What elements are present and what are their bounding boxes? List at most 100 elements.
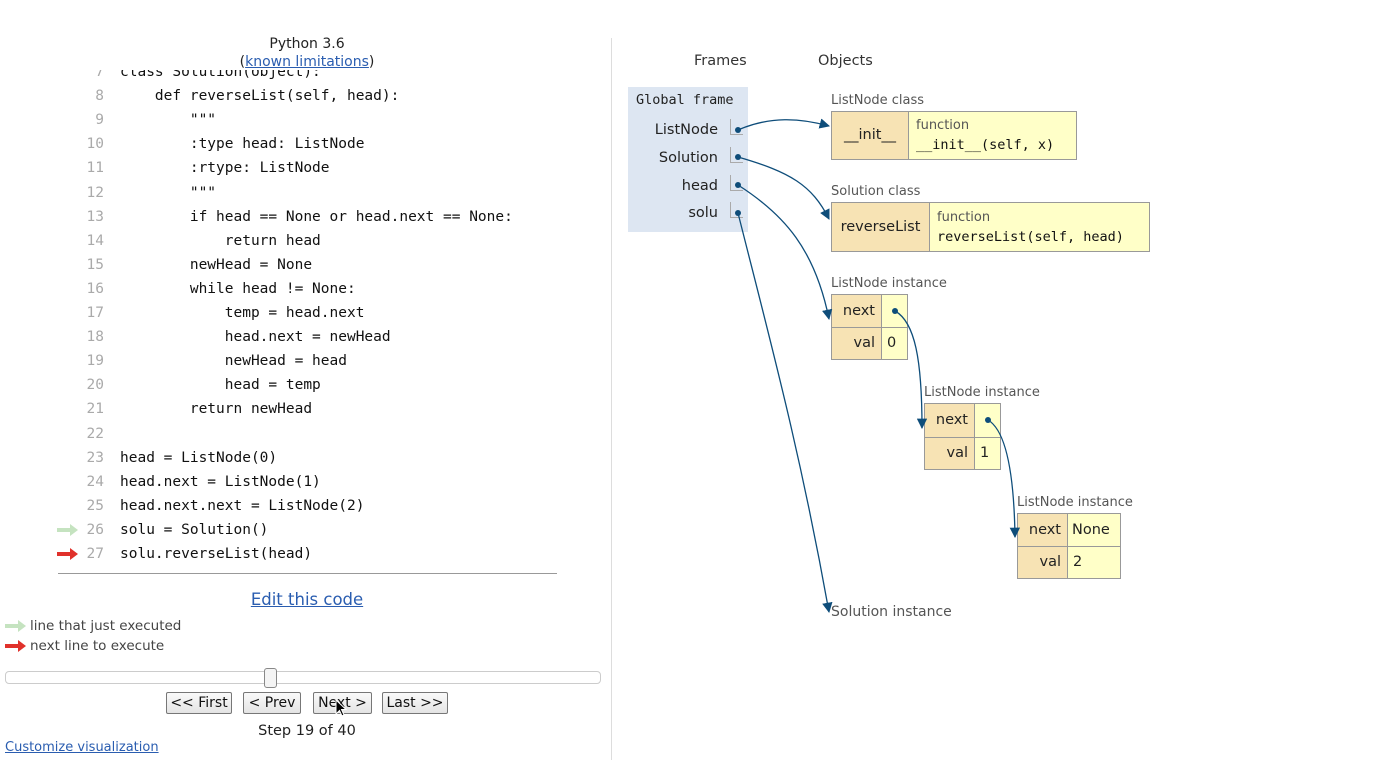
line-number: 23 [62,446,104,470]
language-header: Python 3.6 (known limitations) [0,35,614,71]
line-code: newHead = head [120,349,347,373]
step-slider-handle[interactable] [264,668,277,688]
known-limitations-link[interactable]: known limitations [245,54,369,70]
edit-code-link[interactable]: Edit this code [251,590,363,609]
node-next-key: next [1017,513,1068,547]
code-line: 12 """ [0,181,600,205]
line-number: 13 [62,205,104,229]
code-line: 20 head = temp [0,373,600,397]
line-number: 25 [62,494,104,518]
code-listing: 7class Solution(object):8 def reverseLis… [0,70,600,574]
line-number: 8 [62,84,104,108]
code-bottom-border [58,573,557,574]
step-counter: Step 19 of 40 [0,723,614,739]
line-code: solu.reverseList(head) [120,542,312,566]
line-code: """ [120,181,216,205]
node-next-key: next [924,403,975,438]
node-val-key: val [1017,546,1068,579]
line-number: 16 [62,277,104,301]
line-number: 24 [62,470,104,494]
code-line: 23head = ListNode(0) [0,446,600,470]
line-number: 15 [62,253,104,277]
code-line: 16 while head != None: [0,277,600,301]
line-number: 9 [62,108,104,132]
line-number: 26 [72,518,104,542]
code-line: 22 [0,422,600,446]
code-line: 27 solu.reverseList(head) [0,542,600,566]
code-line: 17 temp = head.next [0,301,600,325]
function-label: function [937,210,990,225]
first-button[interactable]: << First [166,692,232,714]
solution-instance-label: Solution instance [831,604,952,620]
frame-var-solution: Solution [608,150,718,166]
line-code: solu = Solution() [120,518,268,542]
line-number: 22 [62,422,104,446]
line-code: head.next = ListNode(1) [120,470,321,494]
code-line: 15 newHead = None [0,253,600,277]
code-line: 10 :type head: ListNode [0,132,600,156]
red-arrow-icon [5,640,27,652]
global-frame-title: Global frame [636,92,734,108]
code-line: 11 :rtype: ListNode [0,156,600,180]
node-next-value: None [1067,513,1121,547]
function-signature: reverseList(self, head) [937,229,1124,245]
frame-var-listnode: ListNode [608,122,718,138]
listnode-instance-label: ListNode instance [831,276,947,291]
node-next-key: next [831,294,882,328]
pointer-listnode-to-class [738,120,829,130]
line-code: while head != None: [120,277,356,301]
node-val-key: val [831,327,882,360]
line-number: 17 [62,301,104,325]
legend-next-line-text: next line to execute [30,637,164,655]
function-signature: __init__(self, x) [916,137,1054,153]
node-val-value: 0 [881,327,908,360]
line-code: head.next = newHead [120,325,391,349]
code-line: 21 return newHead [0,397,600,421]
line-code: return newHead [120,397,312,421]
line-code: head = temp [120,373,321,397]
code-line: 13 if head == None or head.next == None: [0,205,600,229]
last-button[interactable]: Last >> [382,692,448,714]
line-number: 27 [72,542,104,566]
frame-pointer-cell [730,175,743,191]
listnode-class-key: __init__ [831,111,909,160]
code-line: 9 """ [0,108,600,132]
mouse-cursor-icon [335,699,347,718]
line-number: 10 [62,132,104,156]
frame-var-head: head [608,178,718,194]
customize-visualization-link[interactable]: Customize visualization [5,740,159,755]
line-code: temp = head.next [120,301,364,325]
listnode-init-function: function __init__(self, x) [908,111,1077,160]
line-code: return head [120,229,321,253]
edit-code-area: Edit this code [0,590,614,609]
line-code: :type head: ListNode [120,132,364,156]
line-number: 11 [62,156,104,180]
green-arrow-icon [5,620,27,632]
language-label: Python 3.6 [0,35,614,53]
prev-button[interactable]: < Prev [243,692,301,714]
line-number: 20 [62,373,104,397]
node-next-pointer [881,294,908,328]
pointer-solution-to-class [738,157,829,219]
code-line: 7class Solution(object): [0,70,600,84]
node-next-pointer [974,403,1001,438]
line-number: 14 [62,229,104,253]
solution-class-key: reverseList [831,202,930,252]
code-line: 26 solu = Solution() [0,518,600,542]
line-number: 18 [62,325,104,349]
line-code: newHead = None [120,253,312,277]
frames-header: Frames [694,53,747,69]
code-line: 8 def reverseList(self, head): [0,84,600,108]
code-line: 19 newHead = head [0,349,600,373]
pane-divider [611,38,612,760]
code-line: 14 return head [0,229,600,253]
global-frame: ListNode Solution head solu [628,87,748,232]
listnode-class-label: ListNode class [831,93,924,108]
line-code: """ [120,108,216,132]
code-line: 18 head.next = newHead [0,325,600,349]
line-number: 21 [62,397,104,421]
line-code: class Solution(object): [120,70,321,84]
solution-class-label: Solution class [831,184,920,199]
listnode-instance-label: ListNode instance [924,385,1040,400]
step-slider-track[interactable] [5,671,601,684]
